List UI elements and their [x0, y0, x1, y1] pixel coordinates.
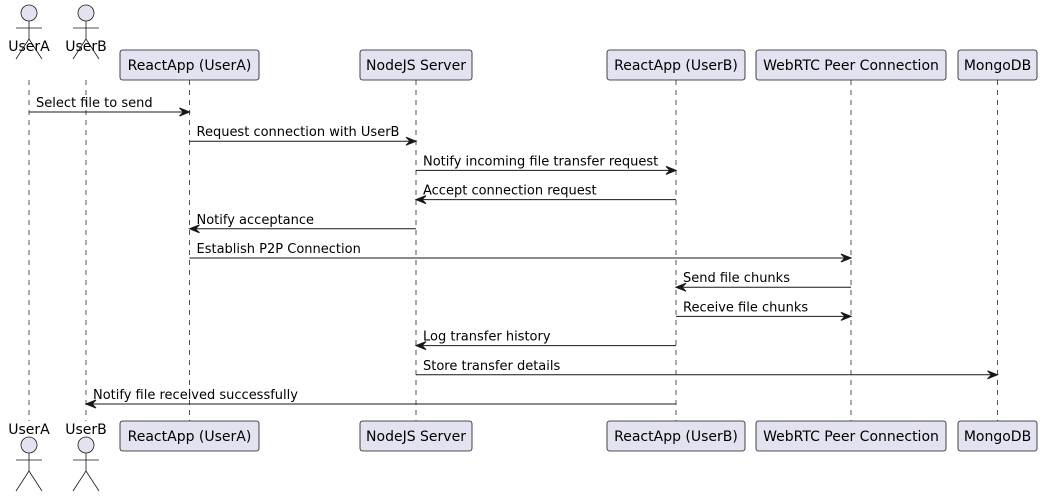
message-label: Select file to send	[36, 96, 153, 111]
actor-userA-bottom: UserA	[8, 422, 50, 492]
arrowhead-icon	[414, 341, 427, 351]
participant-webrtc-bottom: WebRTC Peer Connection	[755, 420, 947, 452]
arrowhead-icon	[840, 253, 853, 263]
arrowhead-icon	[674, 282, 687, 292]
message-9: Log transfer history	[414, 330, 676, 351]
actor-label: UserA	[8, 422, 50, 438]
actor-userA-top: UserA	[8, 4, 50, 60]
participant-box	[359, 420, 473, 452]
message-label: Send file chunks	[683, 271, 790, 286]
message-label: Accept connection request	[423, 184, 597, 199]
message-4: Accept connection request	[414, 184, 676, 205]
participant-box	[957, 49, 1038, 81]
message-label: Request connection with UserB	[197, 125, 400, 140]
message-label: Establish P2P Connection	[197, 242, 361, 257]
participant-box	[359, 49, 473, 81]
participant-label: NodeJS Server	[366, 429, 466, 445]
participant-webrtc-top: WebRTC Peer Connection	[755, 49, 947, 81]
arrowhead-icon	[414, 195, 427, 205]
actor-userB-bottom: UserB	[65, 422, 107, 492]
arrowhead-icon	[840, 311, 853, 321]
arrowhead-icon	[405, 136, 418, 146]
message-7: Send file chunks	[674, 271, 851, 292]
actor-right-leg	[85, 38, 100, 60]
participant-node-bottom: NodeJS Server	[359, 420, 473, 452]
participant-reactA-bottom: ReactApp (UserA)	[119, 420, 260, 452]
message-label: Receive file chunks	[683, 300, 808, 315]
actor-userB-top: UserB	[65, 4, 107, 60]
actor-right-leg	[85, 470, 100, 492]
participant-label: ReactApp (UserB)	[614, 429, 738, 445]
actor-label: UserB	[65, 39, 107, 55]
participant-node-top: NodeJS Server	[359, 49, 473, 81]
participant-box	[755, 49, 947, 81]
message-2: Request connection with UserB	[189, 125, 418, 146]
arrowhead-icon	[987, 370, 999, 380]
participant-reactA-top: ReactApp (UserA)	[119, 49, 260, 81]
participant-label: ReactApp (UserA)	[128, 58, 252, 74]
participant-label: MongoDB	[964, 58, 1031, 74]
participant-box	[755, 420, 947, 452]
participant-mongo-top: MongoDB	[957, 49, 1038, 81]
message-label: Notify file received successfully	[93, 388, 298, 403]
participant-label: NodeJS Server	[366, 58, 466, 74]
participant-box	[119, 49, 260, 81]
arrowhead-icon	[188, 224, 200, 234]
participant-label: MongoDB	[964, 429, 1031, 445]
actor-head-icon	[20, 4, 38, 22]
lifelines	[28, 80, 998, 421]
participant-box	[957, 420, 1038, 452]
message-8: Receive file chunks	[676, 300, 853, 321]
arrowhead-icon	[84, 399, 97, 409]
participant-label: ReactApp (UserA)	[128, 429, 252, 445]
actor-left-leg	[72, 38, 87, 60]
actor-label: UserB	[65, 422, 107, 438]
message-label: Notify incoming file transfer request	[423, 154, 658, 169]
participant-label: ReactApp (UserB)	[614, 58, 738, 74]
participant-box	[606, 420, 746, 452]
participant-label: WebRTC Peer Connection	[763, 58, 939, 74]
actor-head-icon	[20, 436, 38, 454]
participant-box	[606, 49, 746, 81]
message-3: Notify incoming file transfer request	[416, 154, 678, 175]
actor-head-icon	[77, 4, 95, 22]
actor-head-icon	[77, 436, 95, 454]
participant-label: WebRTC Peer Connection	[763, 429, 939, 445]
actor-left-leg	[15, 38, 30, 60]
arrowhead-icon	[179, 107, 191, 117]
actor-label: UserA	[8, 39, 50, 55]
message-1: Select file to send	[29, 96, 191, 117]
message-11: Notify file received successfully	[84, 388, 676, 409]
participant-heads: UserA UserA UserB UserB ReactApp (UserA) Reac…	[8, 4, 1038, 492]
message-6: Establish P2P Connection	[189, 242, 853, 263]
arrowhead-icon	[665, 165, 678, 175]
participant-reactB-bottom: ReactApp (UserB)	[606, 420, 746, 452]
message-label: Log transfer history	[423, 330, 551, 345]
message-5: Notify acceptance	[188, 213, 416, 234]
participant-box	[119, 420, 260, 452]
actor-left-leg	[15, 470, 30, 492]
actor-left-leg	[72, 470, 87, 492]
participant-mongo-bottom: MongoDB	[957, 420, 1038, 452]
actor-right-leg	[28, 470, 43, 492]
participant-reactB-top: ReactApp (UserB)	[606, 49, 746, 81]
message-label: Notify acceptance	[197, 213, 315, 228]
message-label: Store transfer details	[423, 359, 561, 374]
actor-right-leg	[28, 38, 43, 60]
message-10: Store transfer details	[416, 359, 999, 380]
